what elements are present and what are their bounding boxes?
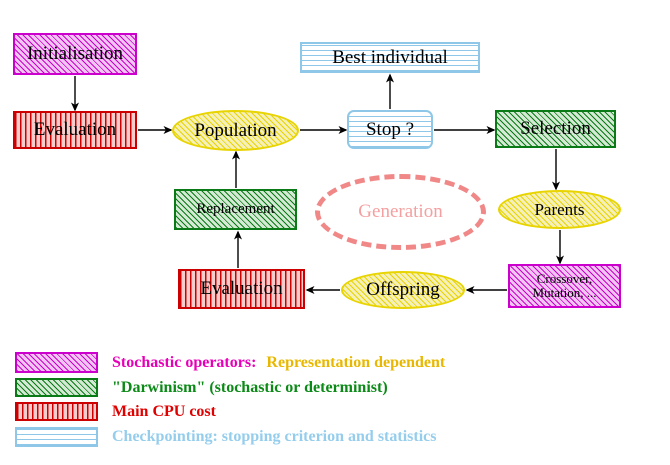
legend-row-checkpoint: Checkpointing: stopping criterion and st… [0, 427, 436, 447]
legend-swatch-checkpoint [15, 427, 98, 447]
node-evaluation-top: Evaluation [13, 111, 137, 149]
node-parents: Parents [498, 190, 621, 229]
legend-swatch-cpu [15, 402, 98, 421]
node-label-offspring: Offspring [366, 279, 440, 301]
node-stop: Stop ? [347, 110, 433, 149]
node-replacement: Replacement [174, 189, 297, 230]
node-generation: Generation [315, 174, 486, 250]
legend-row-stochastic: Stochastic operators: Representation depe… [0, 352, 445, 373]
legend-row-cpu: Main CPU cost [0, 402, 216, 421]
node-label-generation: Generation [358, 201, 443, 223]
node-label-evaluation-top: Evaluation [33, 119, 117, 141]
node-offspring: Offspring [341, 271, 465, 309]
legend-row-darwinism: "Darwinism" (stochastic or determinist) [0, 378, 388, 397]
node-label-replacement: Replacement [196, 200, 275, 217]
node-label-best-individual: Best individual [332, 46, 448, 68]
node-label-selection: Selection [520, 118, 591, 140]
node-selection: Selection [495, 110, 616, 148]
node-label-population: Population [194, 119, 277, 141]
legend-swatch-stochastic [15, 352, 98, 373]
node-label-parents: Parents [534, 199, 585, 219]
node-label-initialisation: Initialisation [26, 43, 124, 65]
node-crossover: Crossover, Mutation, ... [508, 264, 621, 308]
legend-label-darwinism: "Darwinism" (stochastic or determinist) [112, 378, 388, 396]
legend-label-cpu: Main CPU cost [112, 402, 216, 420]
node-evaluation-bottom: Evaluation [178, 269, 305, 309]
legend-label-checkpoint: Checkpointing: stopping criterion and st… [112, 428, 437, 445]
node-label-evaluation-bottom: Evaluation [200, 278, 283, 300]
node-initialisation: Initialisation [13, 33, 137, 75]
legend-label-stochastic: Stochastic operators: [112, 353, 257, 371]
legend-label2-stochastic: Representation dependent [266, 353, 446, 371]
node-population: Population [172, 110, 299, 151]
legend-swatch-darwinism [15, 378, 98, 397]
node-best-individual: Best individual [300, 42, 480, 73]
node-label-stop: Stop ? [365, 118, 415, 140]
node-label-crossover: Crossover, Mutation, ... [532, 271, 597, 300]
